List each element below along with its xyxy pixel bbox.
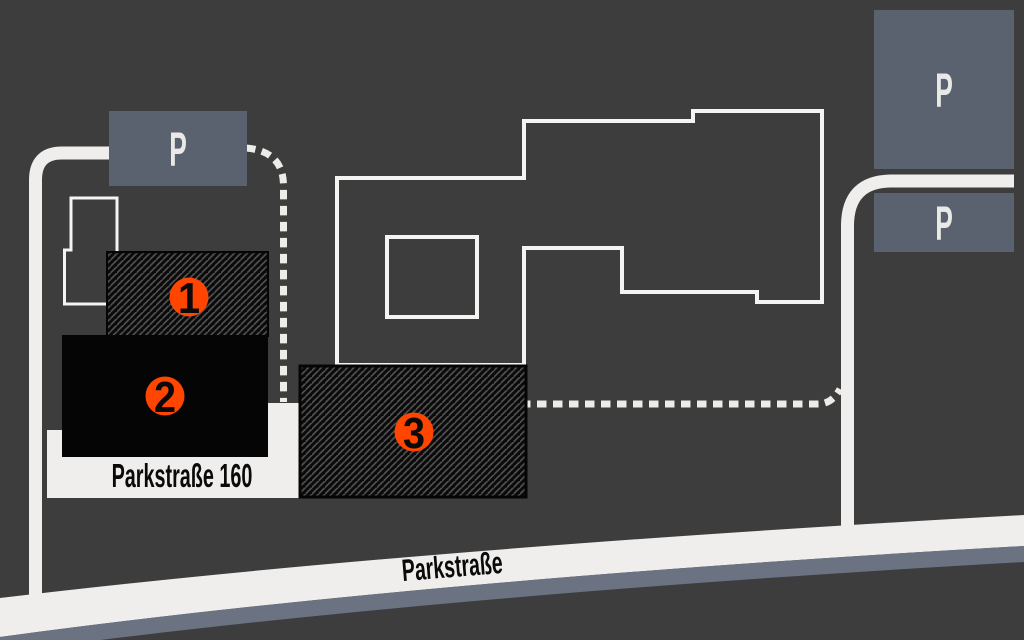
parking-lot-top-left <box>109 111 247 186</box>
walkway-dashed-left <box>245 144 287 402</box>
building-2: 2 <box>62 335 268 457</box>
building-3-marker <box>394 412 434 452</box>
parking-lot-right-large <box>874 10 1014 169</box>
building-3-number: 3 <box>403 408 425 457</box>
building-1-marker <box>169 277 209 317</box>
parking-area-top-left: P <box>109 111 247 186</box>
building-1: 1 <box>106 251 269 337</box>
building-1-number: 1 <box>178 273 200 322</box>
building-3: 3 <box>298 364 528 499</box>
street-label: Parkstraße <box>401 547 504 589</box>
access-road-left <box>29 146 111 603</box>
building-2-marker <box>145 376 185 416</box>
walkway-dashed-right <box>505 387 844 408</box>
courtyard-outline <box>385 235 479 319</box>
parking-p-icon: P <box>169 123 187 176</box>
main-road <box>0 515 1024 637</box>
parking-p-icon: P <box>935 64 953 117</box>
access-road-right <box>841 174 1014 530</box>
building-2-number: 2 <box>154 372 176 421</box>
parking-lot-right-small <box>874 193 1014 252</box>
central-building-outline <box>335 109 824 367</box>
parking-area-right-small: P <box>874 193 1014 252</box>
main-road-edge <box>0 546 1024 640</box>
building-1-hatched-area <box>106 251 269 337</box>
parking-p-icon: P <box>935 197 953 250</box>
annex-building-outline <box>63 196 119 306</box>
address-label: Parkstraße 160 <box>112 457 253 495</box>
parking-area-right-large: P <box>874 10 1014 169</box>
